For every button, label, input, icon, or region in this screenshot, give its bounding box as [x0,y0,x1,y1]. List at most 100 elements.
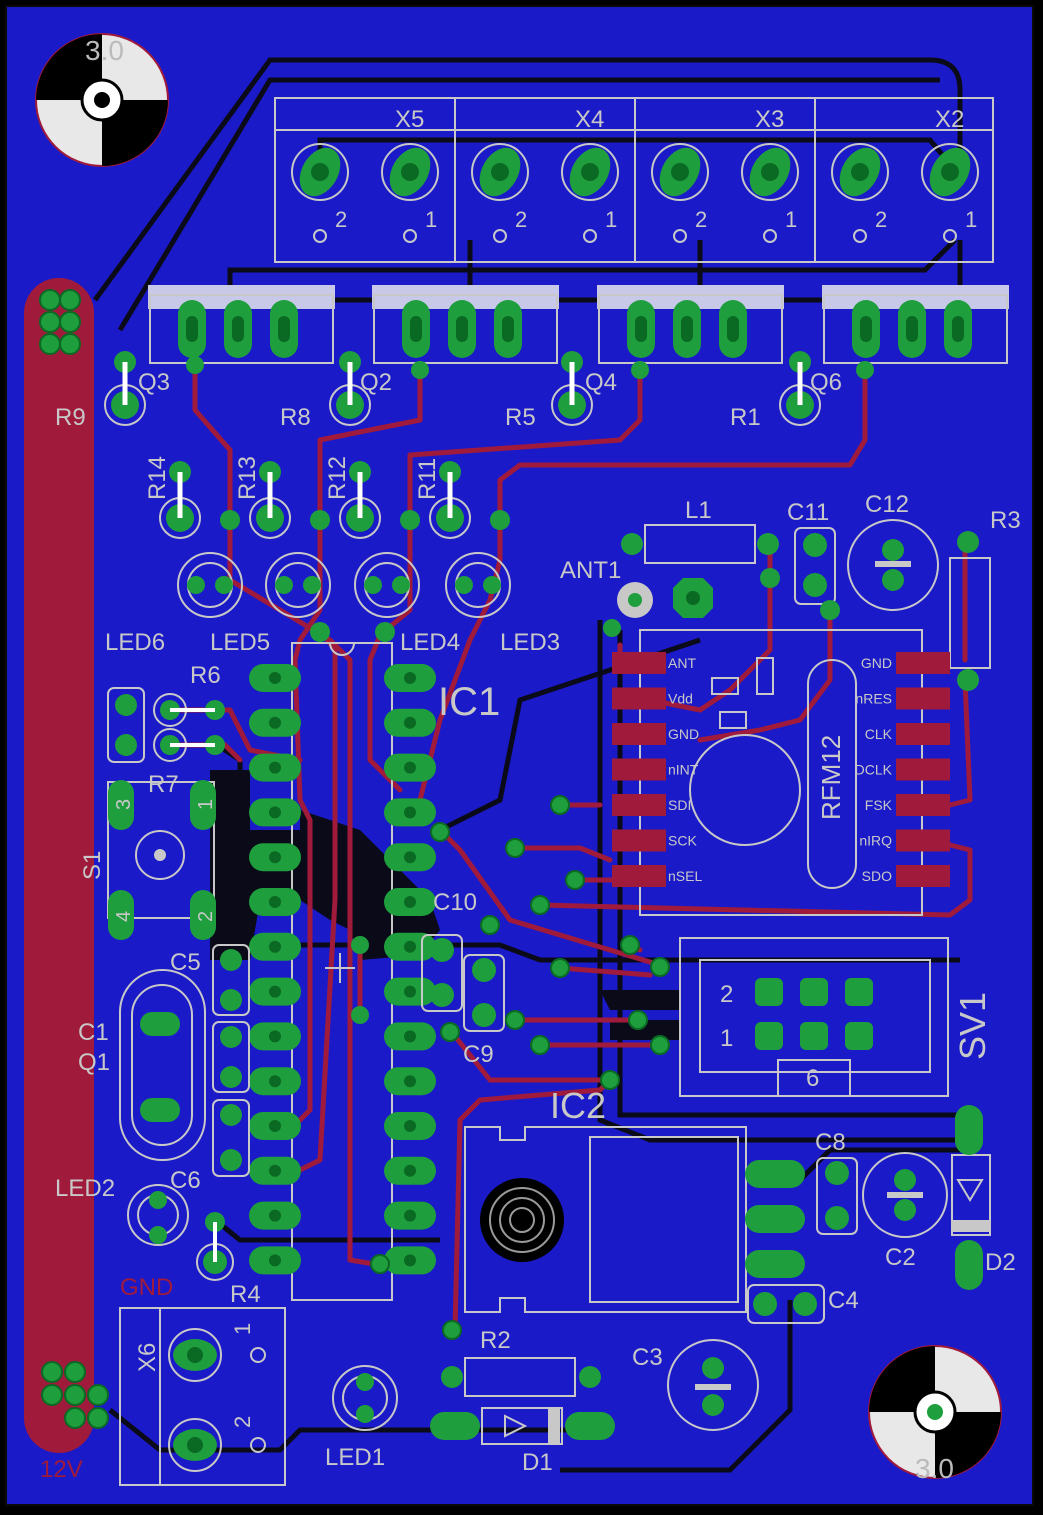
label-x6: X6 [134,1343,161,1372]
terminal-small-holes [313,229,957,243]
caps-c5-c6: C5 C6 [170,944,250,1194]
label-c10: C10 [433,889,477,916]
label-r5: R5 [505,404,536,431]
r6-r7-block: R6 R7 [107,662,225,798]
label-c2: C2 [885,1244,916,1271]
label-rfm12: RFM12 [816,735,846,820]
capacitor-c11: C11 [760,499,840,620]
ic1-pin-hole [404,851,416,864]
label-ic2: IC2 [550,1085,606,1126]
label-q1: Q1 [78,1049,110,1076]
label-d2: D2 [985,1249,1016,1276]
label-c8: C8 [815,1129,846,1156]
ic1-pin-hole [269,1254,281,1267]
pin-label: 1 [720,1025,733,1052]
caps-c10-c9: C10 C9 [325,889,505,1068]
mounting-hole-bottom: 3.0 [868,1345,1002,1484]
label-r1: R1 [730,404,761,431]
rfm12-pad [612,723,666,745]
label-r4: R4 [230,1281,261,1308]
label-ant1: ANT1 [560,557,621,584]
pin-label: 2 [515,207,527,232]
hole-size-label: 3.0 [85,35,124,66]
rfm12-pad [896,794,950,816]
ic1-pin-hole [404,940,416,953]
label-q4: Q4 [585,369,617,396]
label-c9: C9 [463,1041,494,1068]
rfm12-pad [896,723,950,745]
label-led2: LED2 [55,1175,115,1202]
label-x3: X3 [755,106,784,133]
pin-label: 1 [195,799,217,810]
label-x4: X4 [575,106,604,133]
rfm12-pad [896,829,950,852]
rfm12-pad [896,652,950,674]
ic1-pin-hole [404,896,416,908]
transistor-q4: Q4 [585,285,784,396]
rfm12-pad [612,652,666,674]
label-c5: C5 [170,949,201,976]
ground-fill [210,770,680,1040]
rfm12-pin-label: Vdd [668,691,693,707]
rfm12-pin-label: SDI [668,797,691,813]
label-c3: C3 [632,1344,663,1371]
ic1-pin-hole [269,1075,281,1088]
label-c4: C4 [828,1287,859,1314]
label-r8: R8 [280,404,311,431]
rfm12-pin-label: nSEL [668,868,702,884]
rfm12-pad [896,865,950,887]
pin-label: 1 [965,207,977,232]
label-sv1: SV1 [952,992,993,1060]
ic1-pin-hole [404,761,416,774]
rfm12-pin-label: GND [861,655,892,671]
label-12v: 12V [40,1456,83,1483]
rfm12-pin-label: GND [668,726,699,742]
label-x2: X2 [935,106,964,133]
vias [370,795,670,1340]
label-led4: LED4 [400,629,460,656]
leds-top: LED6 LED5 LED4 LED3 [105,552,560,656]
inductor-l1: L1 [621,497,779,564]
base-resistors: R9 R8 R5 R1 [55,351,874,431]
pin-label: 1 [785,207,797,232]
rfm12-pad [612,687,666,710]
label-led3: LED3 [500,629,560,656]
rfm12-pin-label: DCLK [855,762,893,778]
label-led5: LED5 [210,629,270,656]
rfm12-pad [612,829,666,852]
terminal-block [274,97,994,263]
ic1: IC1 [249,642,500,1301]
label-r9: R9 [55,404,86,431]
transistor-q6: Q6 [810,285,1009,396]
rfm12-pad [612,758,666,781]
ic1-pin-hole [269,716,281,729]
rfm12-pad [612,794,666,816]
rfm12-pin-label: FSK [865,797,893,813]
switch-s1: S1 3 1 4 2 [79,780,217,940]
label-q3: Q3 [138,369,170,396]
pin-label: 2 [195,911,217,922]
ic1-pin-hole [269,940,281,953]
label-r6: R6 [190,662,221,689]
hole-size-label: 3.0 [915,1453,954,1484]
ic1-pin-hole [269,985,281,998]
pin-label: 2 [720,981,733,1008]
label-r11: R11 [414,458,441,500]
pin-label: 1 [230,1323,255,1335]
label-s1: S1 [79,851,106,880]
caps-c8-c2: C8 C2 C4 [747,1129,948,1324]
rfm12-pad [896,758,950,781]
rfm12-pin-label: SDO [862,868,892,884]
pin-label: 6 [806,1065,819,1092]
terminal-x6: X6 1 2 GND 12V [40,1274,286,1486]
label-led6: LED6 [105,629,165,656]
label-d1: D1 [522,1449,553,1476]
ic1-pin-hole [269,806,281,819]
ic1-pin-hole [269,896,281,908]
ic1-pin-hole [404,985,416,998]
ic1-pin-hole [404,1030,416,1043]
mounting-hole-top: 3.0 [35,33,169,167]
ic1-pin-hole [269,761,281,774]
crystal-q1: C1 Q1 [78,969,206,1161]
